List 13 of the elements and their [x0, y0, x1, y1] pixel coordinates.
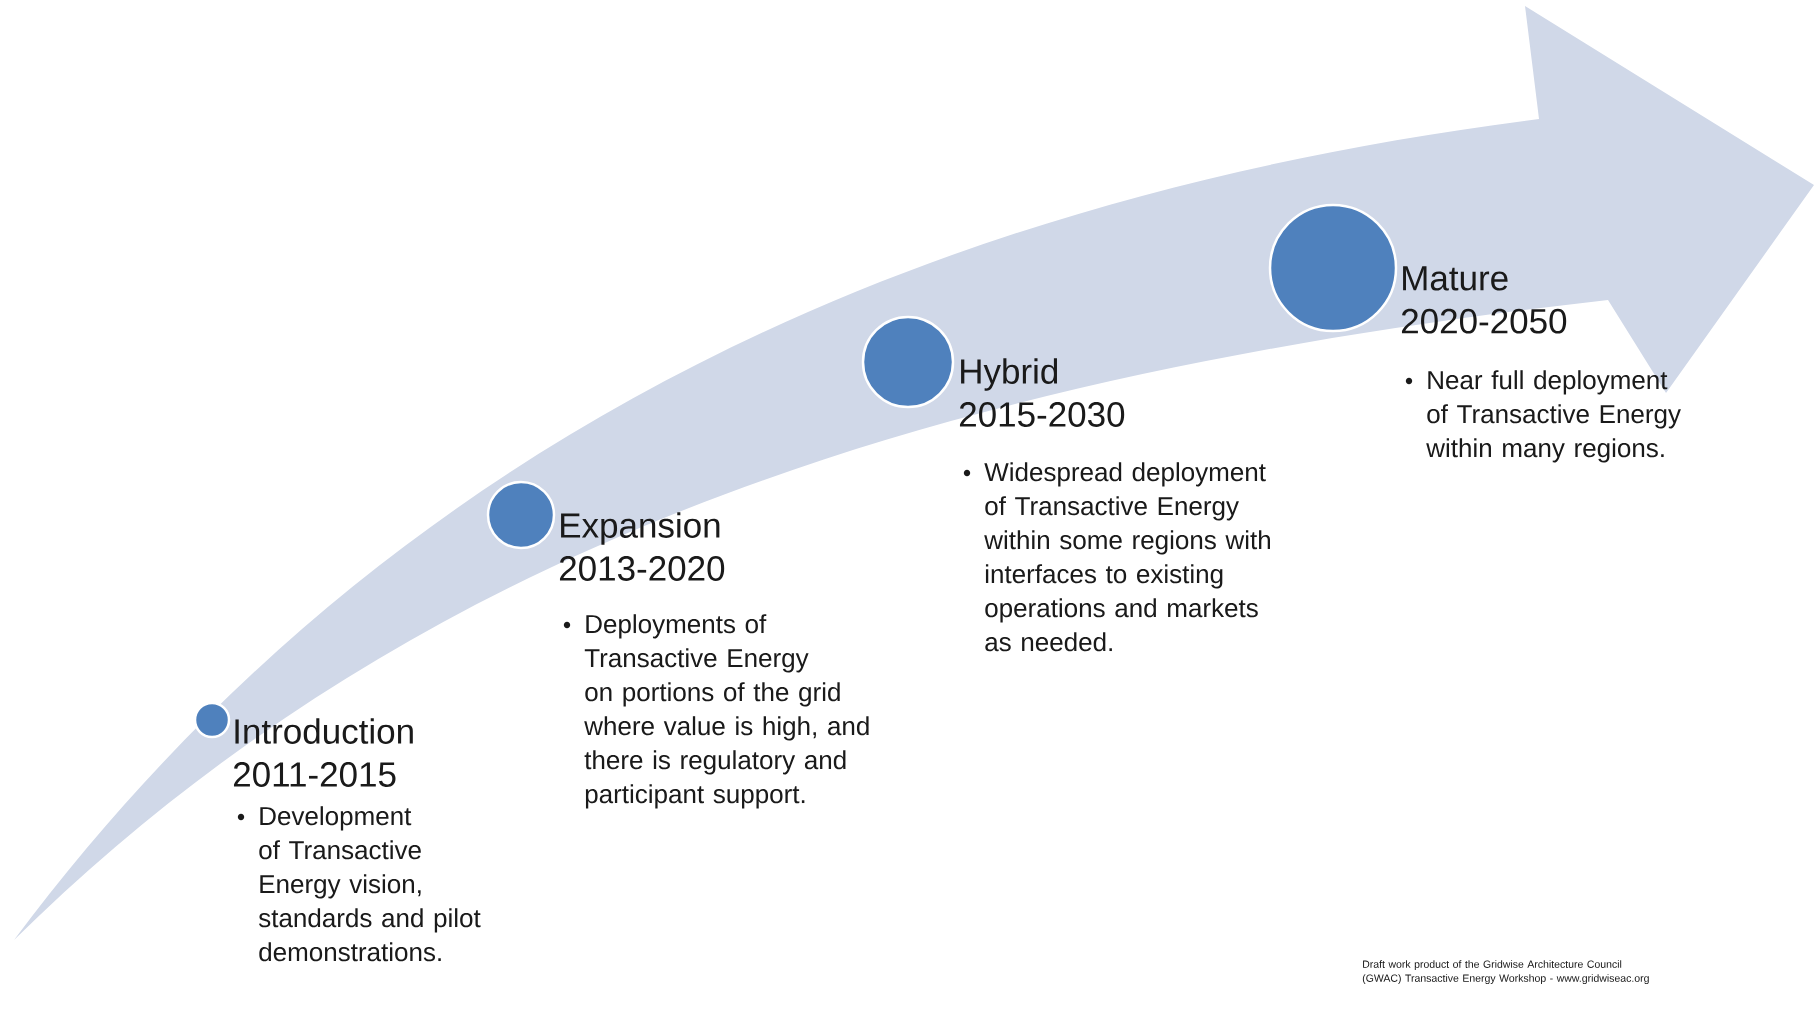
circle-marker [1268, 203, 1398, 333]
bullet-text: Development of Transactive Energy vision, standards and pilot demonstrations. [258, 806, 481, 962]
stage-heading: Expansion 2013-2020 [559, 512, 725, 581]
stage-heading: Introduction 2011-2015 [233, 718, 413, 787]
bullet-text: Near full deployment of Transactive Energy within many regions. [1426, 370, 1681, 463]
circle-marker [486, 480, 556, 550]
bullet-text: Deployments of Transactive Energy on portions of the grid where value is high, and there is regulatory and participant support. [584, 614, 869, 809]
circle-marker [193, 701, 231, 739]
footnote: Draft work product of the Gridwise Architecture Council (GWAC) Transactive Energy Workshop - www.gridwiseac.org [1362, 960, 1649, 984]
bullet-text: Widespread deployment of Transactive Energy within some regions with interfaces to existing operations and markets as needed. [984, 462, 1270, 652]
circle-marker [861, 315, 955, 409]
stage-heading: Mature 2020-2050 [1401, 266, 1567, 334]
stage-heading: Hybrid 2015-2030 [959, 358, 1125, 427]
